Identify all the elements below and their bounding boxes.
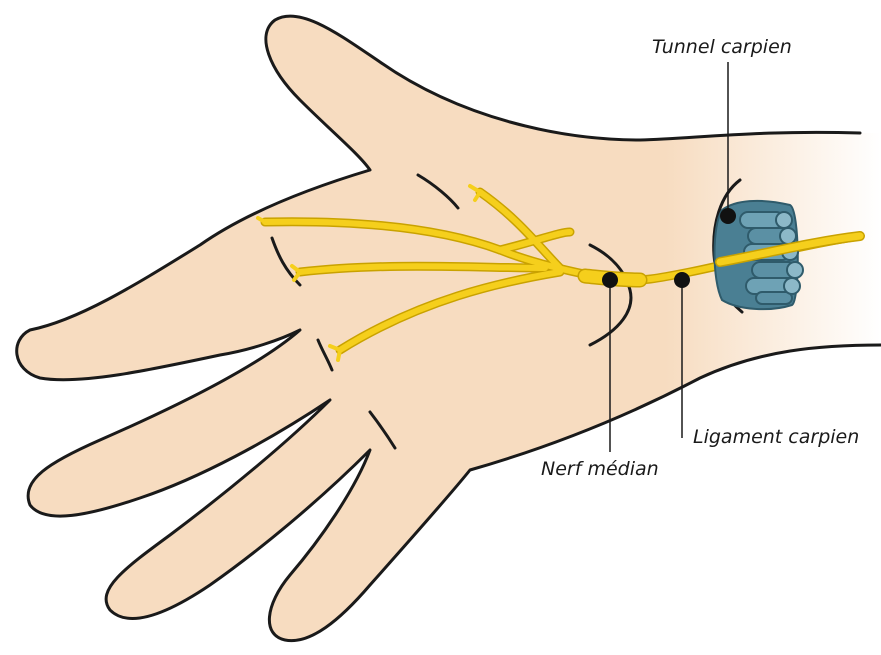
label-nerf-median: Nerf médian — [541, 458, 659, 480]
label-tunnel-carpien: Tunnel carpien — [652, 36, 792, 58]
tunnel-dot — [720, 208, 736, 224]
label-ligament-carpien: Ligament carpien — [693, 426, 859, 448]
nerf-dot — [602, 272, 618, 288]
hand-shape — [17, 16, 881, 641]
ligament-dot — [674, 272, 690, 288]
